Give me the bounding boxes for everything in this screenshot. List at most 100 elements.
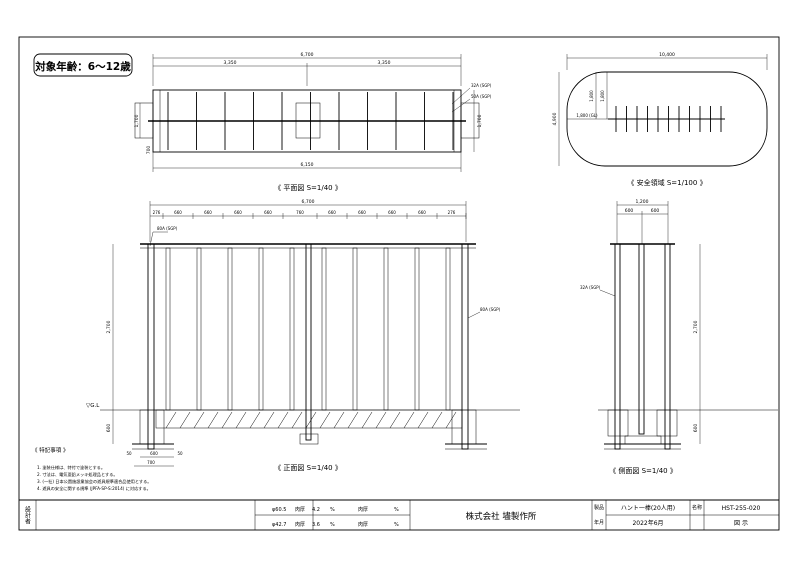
age-badge-text: 対象年齢：6～12歳 [34,60,131,73]
front-base-a-dim: 50 [126,451,132,456]
label-date: 年月 [594,519,604,526]
front-span-dim: 276 [448,210,456,215]
front-span-dim: 660 [264,210,272,215]
drawing-kind: 図 示 [734,520,748,527]
product-name: ハント一棒(20人用) [621,504,675,512]
hatch-line [305,411,317,429]
front-rung [414,247,420,411]
front-span-dim: 660 [388,210,396,215]
side-span-a-dim: 600 [625,208,634,214]
plan-view: 6,700 3,350 3,350 6,150 1,700 700 1,700 … [134,52,492,192]
plan-rungs [167,92,454,150]
thick-label-2: 肉厚 [295,521,305,528]
hatch-line [375,411,387,429]
title-block: 設計者 φ60.5 肉厚 4.2 % 肉厚 % φ42.7 肉厚 3.6 % 肉… [19,499,779,530]
hatch-line [193,411,205,429]
safety-area-view: 10,400 4,900 1,800 1,800 1,800 (GL) 《 安全… [552,52,768,187]
front-rung [258,247,264,411]
front-rung [165,247,171,411]
plan-overall-dim: 6,700 [301,52,314,58]
front-overall-dim: 6,700 [302,199,315,205]
front-title: 《 正面図 S=1/40 》 [274,464,342,472]
hatch-line [347,411,359,429]
front-rung [227,247,233,411]
front-pipe-label-a: 80A (SGP) [157,226,178,231]
safety-inner-dim-a: 1,800 [600,90,605,102]
thick-label-2b: 肉厚 [358,521,368,528]
side-depth-dim: 600 [693,424,699,433]
plan-pipe-label-a: 32A (SGP) [471,83,492,88]
side-title: 《 側面図 S=1/40 》 [609,466,677,475]
front-span-dim: 660 [328,210,336,215]
note-item: 1. 塗装仕様は、特付で塗装とする。 [37,464,105,471]
plan-title: 《 平面図 S=1/40 》 [274,184,342,192]
front-span-dim: 660 [204,210,212,215]
hatch-line [403,411,415,429]
hatch-line [207,411,219,429]
front-rung [383,247,389,411]
front-footing-hatch [165,411,457,429]
note-item: 2. 寸法は、電気亜鉛メッキ処理品とする。 [37,471,118,478]
hatch-line [361,411,373,429]
hatch-line [291,411,303,429]
hatch-line [445,411,457,429]
plan-inner-dim: 6,150 [301,162,314,168]
safety-inner-dim-c: 1,800 (GL) [576,113,598,118]
hatch-line [319,411,331,429]
pipe-spec-1: φ60.5 [272,507,286,513]
hatch-line [179,411,191,429]
hatch-line [417,411,429,429]
pipe-spec-2: φ42.7 [272,522,286,528]
plan-depth-dim-left: 1,700 [134,114,140,127]
front-height-dim: 2,700 [106,320,112,333]
notes-block: 《 特記事項 》 1. 塗装仕様は、特付で塗装とする。 2. 寸法は、電気亜鉛メ… [32,446,152,492]
side-height-dim: 2,700 [693,320,699,333]
thick-1: 4.2 [312,507,320,513]
hatch-line [389,411,401,429]
plan-side-small-dim: 700 [146,146,152,155]
age-badge: 対象年齢：6～12歳 [33,53,133,77]
front-span-dim: 660 [358,210,366,215]
front-span-dim: 660 [418,210,426,215]
label-name: 名称 [692,504,702,511]
thick-label-1: 肉厚 [295,506,305,513]
safety-height-dim: 4,900 [552,112,558,125]
designer-label: 設計者 [24,505,31,525]
front-rung [196,247,202,411]
unit-1b: % [394,507,399,513]
hatch-line [431,411,443,429]
drawing-code: HST-255-020 [722,505,761,512]
hatch-line [249,411,261,429]
sheet-border [18,36,780,531]
notes-heading: 《 特記事項 》 [32,446,69,454]
company-name: 株式会社 壗製作所 [466,511,537,522]
note-item: 4. 遊具の安全に関する規準 (JPFA-SP-S:2014) に対応する。 [37,485,151,492]
side-pipe-label: 32A (SGP) [580,285,601,290]
hatch-line [277,411,289,429]
unit-2b: % [394,522,399,528]
front-span-dim: 276 [153,210,161,215]
side-overall-dim: 1,200 [636,199,649,205]
unit-1: % [330,507,335,513]
front-span-dim: 660 [174,210,182,215]
front-rung [289,247,295,411]
side-span-b-dim: 600 [651,208,660,214]
thick-label-1b: 肉厚 [358,506,368,513]
note-item: 3. (一社) 日本公園施設業協会の遊具規準適合品使用とする。 [37,478,152,485]
front-span-dim: 760 [296,210,304,215]
safety-width-dim: 10,400 [659,52,675,58]
safety-inner-dim-b: 1,800 [589,90,594,102]
safety-title: 《 安全領域 S=1/100 》 [627,178,706,187]
front-rung [321,247,327,411]
front-rungs [165,247,451,411]
front-rung [445,247,451,411]
plan-half-right-dim: 3,350 [378,60,391,66]
plan-depth-dim-right: 1,700 [477,114,483,127]
safety-rungs [615,106,722,132]
front-pipe-label-b: 80A (SGP) [480,307,501,312]
front-base-dim: 700 [147,460,155,465]
hatch-line [235,411,247,429]
